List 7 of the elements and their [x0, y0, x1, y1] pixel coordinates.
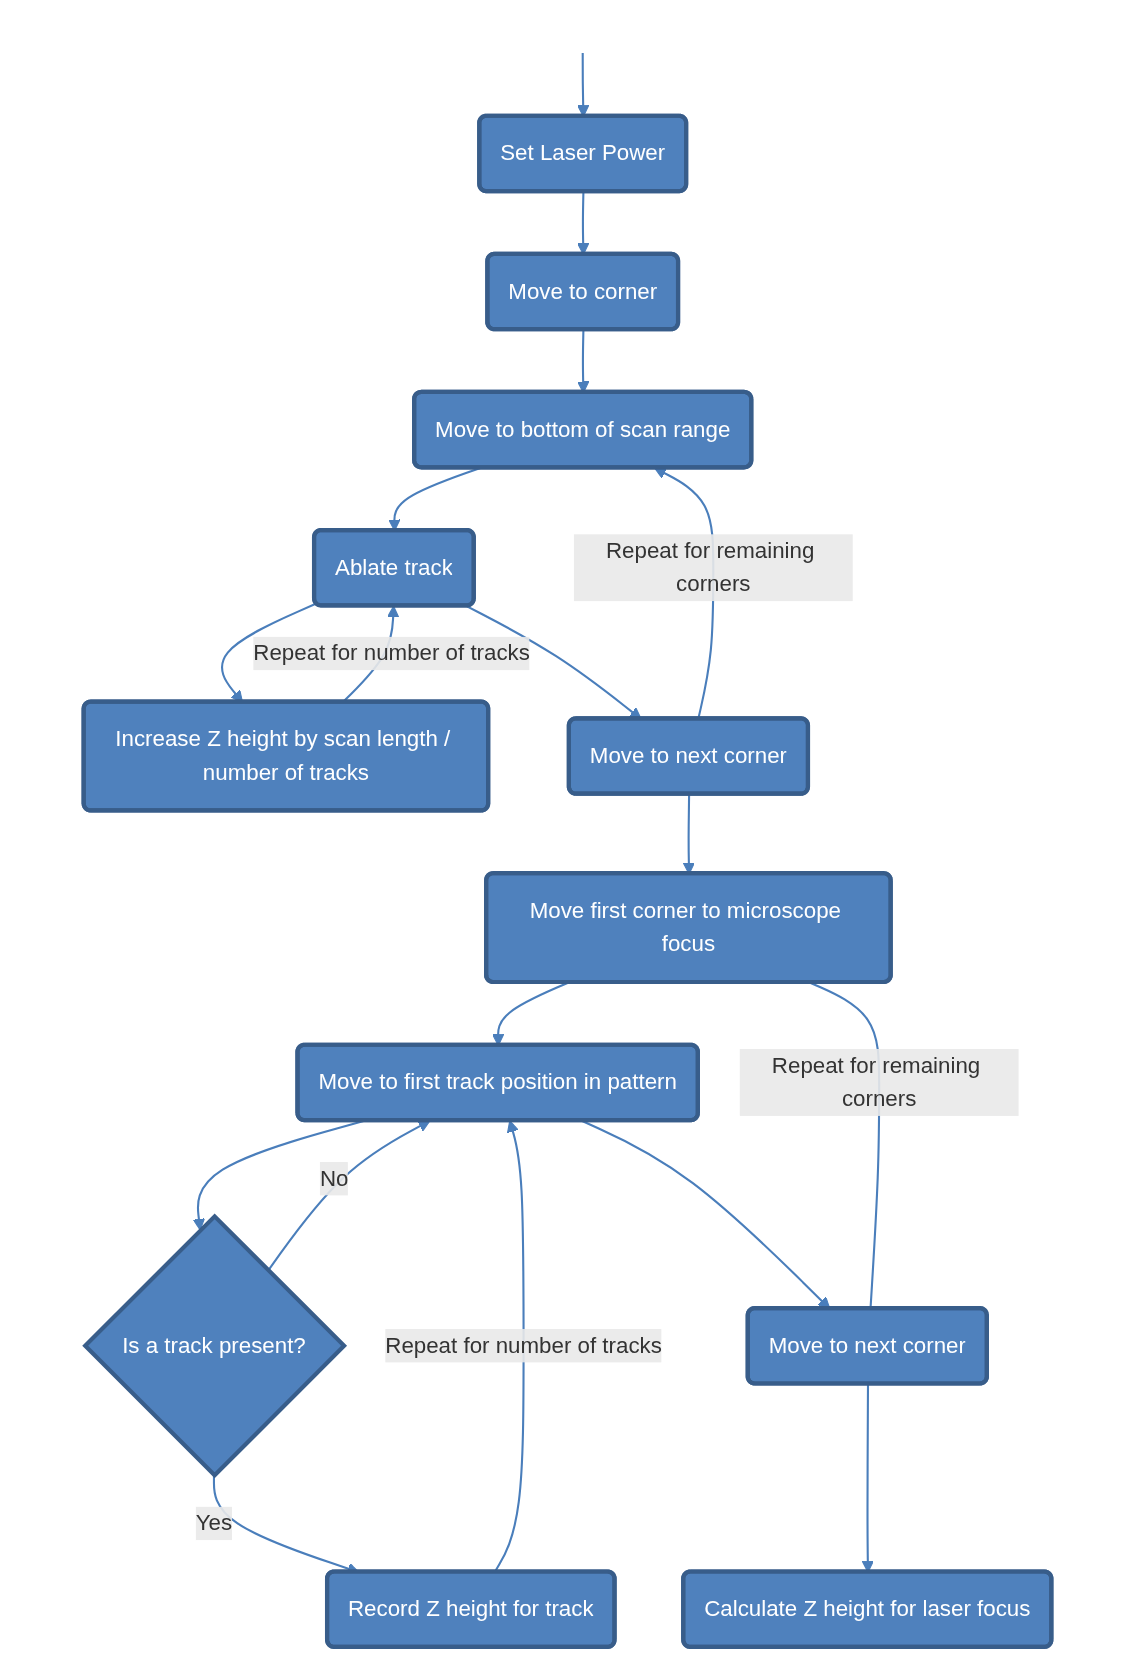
edge-label: Repeat for remaining corners [605, 538, 815, 596]
edge-label: Repeat for number of tracks [253, 640, 530, 665]
edge-label: Repeat for number of tracks [385, 1333, 662, 1357]
edge-label: No [319, 1166, 349, 1190]
edge-label: Yes [195, 1510, 233, 1535]
node-diamond: Is a track present? [82, 1213, 348, 1479]
edge-label: Repeat for remaining corners [771, 1053, 981, 1111]
